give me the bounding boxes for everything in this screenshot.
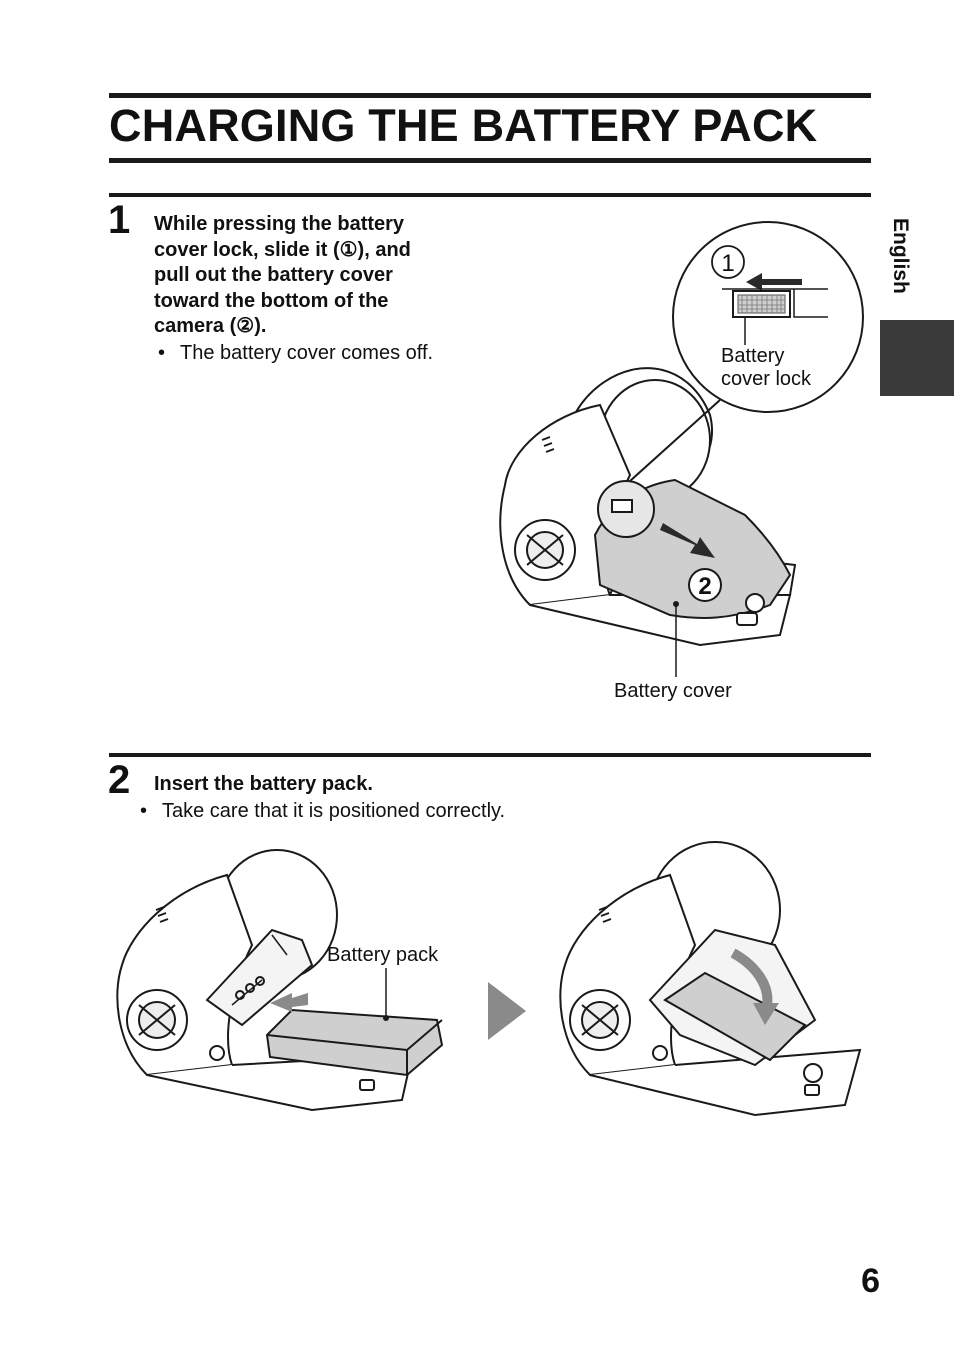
step2-number: 2 <box>108 758 131 802</box>
step1-instruction-line: toward the bottom of the <box>154 289 389 312</box>
language-label: English <box>889 218 912 294</box>
step2-rule <box>109 753 871 757</box>
step2-insert-illustration <box>116 849 444 1112</box>
battery-pack-label: Battery pack <box>327 944 439 966</box>
title-top-rule <box>109 93 871 98</box>
step1-instruction-line: cover lock, slide it (①), and <box>154 238 411 261</box>
step1-instruction-line: pull out the battery cover <box>154 264 393 286</box>
battery-cover-lock-label: Battery cover lock <box>721 345 811 391</box>
step1-rule <box>109 193 871 197</box>
callout-1: 1 <box>721 250 734 277</box>
step1-camera-illustration: 2 1 <box>499 221 864 677</box>
step1-bullet: • The battery cover comes off. <box>158 341 433 365</box>
step1-instruction-line: While pressing the battery <box>154 213 405 235</box>
step2-instruction: Insert the battery pack. <box>154 773 373 795</box>
battery-cover-lock-label-line: Battery <box>721 345 785 367</box>
step1-bullet-text: The battery cover comes off. <box>180 342 434 364</box>
battery-cover-lock-label-line: cover lock <box>721 368 812 390</box>
callout-2: 2 <box>698 573 711 600</box>
step2-bullet-text: Take care that it is positioned correctl… <box>162 800 506 822</box>
page-title: CHARGING THE BATTERY PACK <box>109 100 818 151</box>
step2-bullet: • Take care that it is positioned correct… <box>140 799 505 823</box>
step2-closed-illustration <box>559 841 862 1117</box>
bullet-dot: • <box>158 342 166 364</box>
next-step-arrow-icon <box>488 982 526 1040</box>
step1-instruction: While pressing the battery cover lock, s… <box>154 212 411 340</box>
page-number: 6 <box>861 1262 880 1300</box>
bullet-dot: • <box>140 800 148 822</box>
step1-number: 1 <box>108 198 131 242</box>
title-bottom-rule <box>109 158 871 163</box>
battery-cover-label: Battery cover <box>614 680 732 702</box>
language-tab-marker <box>880 320 954 396</box>
step1-instruction-line: camera (②). <box>154 315 267 337</box>
